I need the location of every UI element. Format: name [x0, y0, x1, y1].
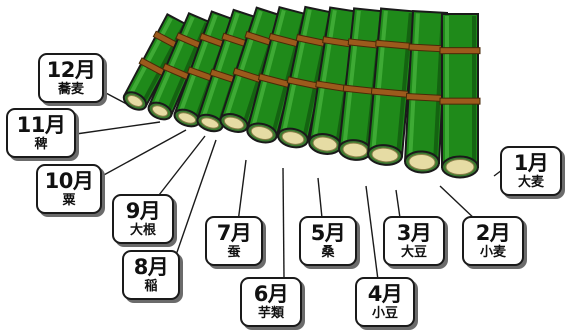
tube-opening — [371, 147, 399, 163]
crop-text: 粟 — [62, 193, 76, 208]
label-june: 6月 芋類 — [240, 277, 302, 327]
bamboo-tube-august — [219, 6, 285, 133]
tube-opening — [127, 95, 143, 107]
crop-text: 小麦 — [479, 245, 506, 260]
month-text: 10月 — [44, 169, 94, 193]
label-january: 1月 大麦 — [500, 146, 562, 196]
tube-opening — [312, 136, 338, 152]
bamboo-tube-january — [439, 13, 481, 179]
tube-opening — [342, 142, 368, 158]
month-text: 8月 — [133, 255, 169, 279]
label-march: 3月 大豆 — [383, 216, 445, 266]
crop-text: 稗 — [34, 137, 48, 152]
label-july: 7月 蚕 — [205, 216, 263, 266]
month-text: 3月 — [396, 221, 432, 245]
tube-opening — [223, 116, 245, 130]
tube-opening — [250, 126, 274, 140]
crop-text: 桑 — [321, 245, 335, 260]
bamboo-tube-march — [366, 7, 417, 166]
crop-text: 蚕 — [227, 245, 241, 260]
label-december: 12月 蕎麦 — [38, 53, 104, 103]
tube-opening — [151, 105, 169, 117]
tube-opening — [408, 153, 436, 171]
bamboo-tube-november — [147, 11, 213, 121]
label-april: 4月 小豆 — [355, 277, 415, 327]
tube-opening — [200, 117, 220, 129]
month-text: 9月 — [125, 199, 161, 223]
crop-text: 大豆 — [400, 245, 427, 260]
crop-text: 大麦 — [517, 175, 544, 190]
label-september: 9月 大根 — [112, 194, 174, 244]
bamboo-tube-february — [403, 10, 449, 174]
label-november: 11月 稗 — [6, 108, 76, 158]
leader-line — [75, 121, 161, 135]
month-text: 5月 — [310, 221, 346, 245]
leader-line — [237, 159, 247, 223]
month-text: 2月 — [475, 221, 511, 245]
crop-text: 大根 — [129, 223, 156, 238]
tube-opening — [281, 131, 305, 145]
leader-line — [365, 185, 379, 281]
month-text: 6月 — [253, 282, 289, 306]
crop-text: 芋類 — [257, 306, 284, 321]
month-text: 11月 — [16, 113, 66, 137]
month-text: 7月 — [216, 221, 252, 245]
label-august: 8月 稲 — [122, 250, 180, 300]
month-text: 4月 — [367, 282, 403, 306]
label-may: 5月 桑 — [299, 216, 357, 266]
leader-line — [395, 189, 401, 219]
leader-line — [174, 139, 217, 259]
crop-text: 蕎麦 — [57, 82, 84, 97]
leader-line — [151, 135, 206, 205]
month-text: 1月 — [513, 151, 549, 175]
tube-opening — [445, 159, 475, 175]
leader-line — [317, 177, 323, 219]
label-october: 10月 粟 — [36, 164, 102, 214]
crop-text: 小豆 — [371, 306, 398, 321]
tube-opening — [177, 112, 197, 124]
crop-text: 稲 — [144, 279, 158, 294]
label-february: 2月 小麦 — [462, 216, 524, 266]
leader-line — [101, 129, 187, 177]
leader-line — [282, 167, 285, 279]
month-text: 12月 — [46, 58, 96, 82]
